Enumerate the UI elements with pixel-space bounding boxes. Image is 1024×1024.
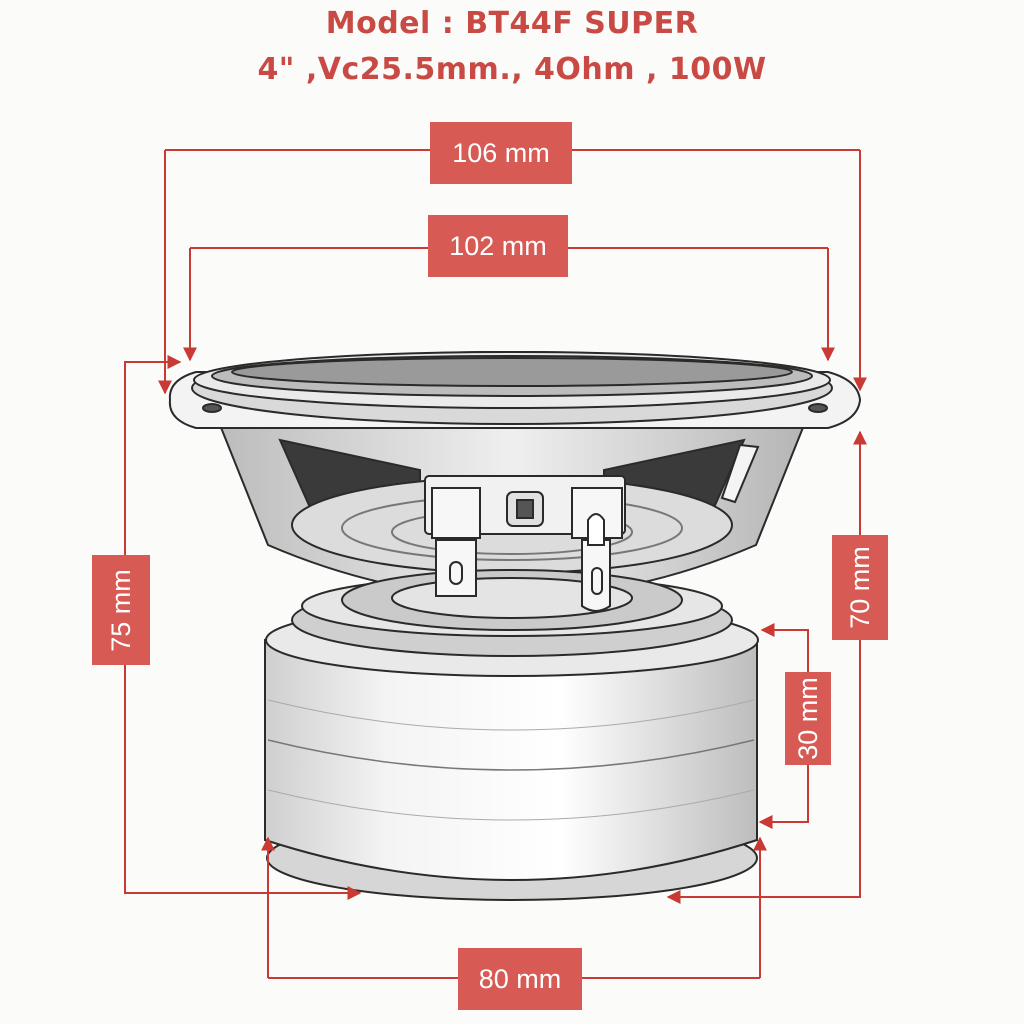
- total-height-label: 75 mm: [92, 555, 150, 665]
- speaker-illustration: [168, 351, 862, 901]
- dimension-lines: [124, 149, 867, 979]
- model-title: Model : BT44F SUPER: [325, 6, 699, 41]
- total-height-text: 75 mm: [105, 568, 136, 652]
- frame-height-text: 70 mm: [844, 546, 875, 629]
- magnet-width-label: 80 mm: [458, 948, 582, 1010]
- magnet-height-text: 30 mm: [792, 677, 823, 760]
- cone-width-label: 102 mm: [428, 215, 568, 277]
- frame-height-label: 70 mm: [832, 535, 888, 640]
- spec-subtitle: 4" ,Vc25.5mm., 4Ohm , 100W: [257, 52, 767, 87]
- magnet-height-label: 30 mm: [785, 672, 831, 765]
- outer-width-label: 106 mm: [430, 122, 572, 184]
